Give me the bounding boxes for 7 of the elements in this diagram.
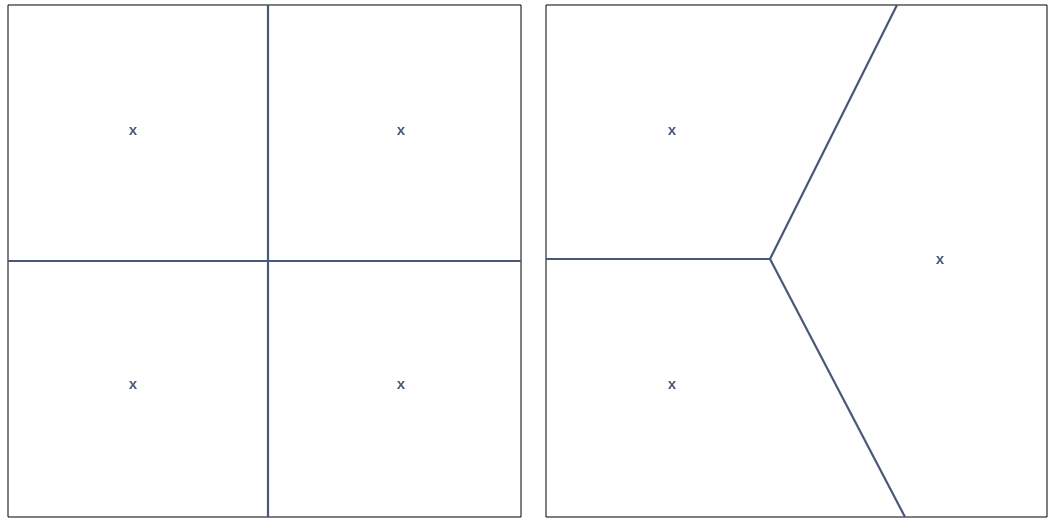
cell-marker: x bbox=[128, 127, 138, 135]
cell-marker: x bbox=[128, 381, 138, 389]
cell-marker: x bbox=[667, 127, 677, 135]
cell-marker: x bbox=[396, 381, 406, 389]
cell-marker: x bbox=[396, 127, 406, 135]
cell-marker: x bbox=[935, 256, 945, 264]
cell-marker: x bbox=[667, 381, 677, 389]
